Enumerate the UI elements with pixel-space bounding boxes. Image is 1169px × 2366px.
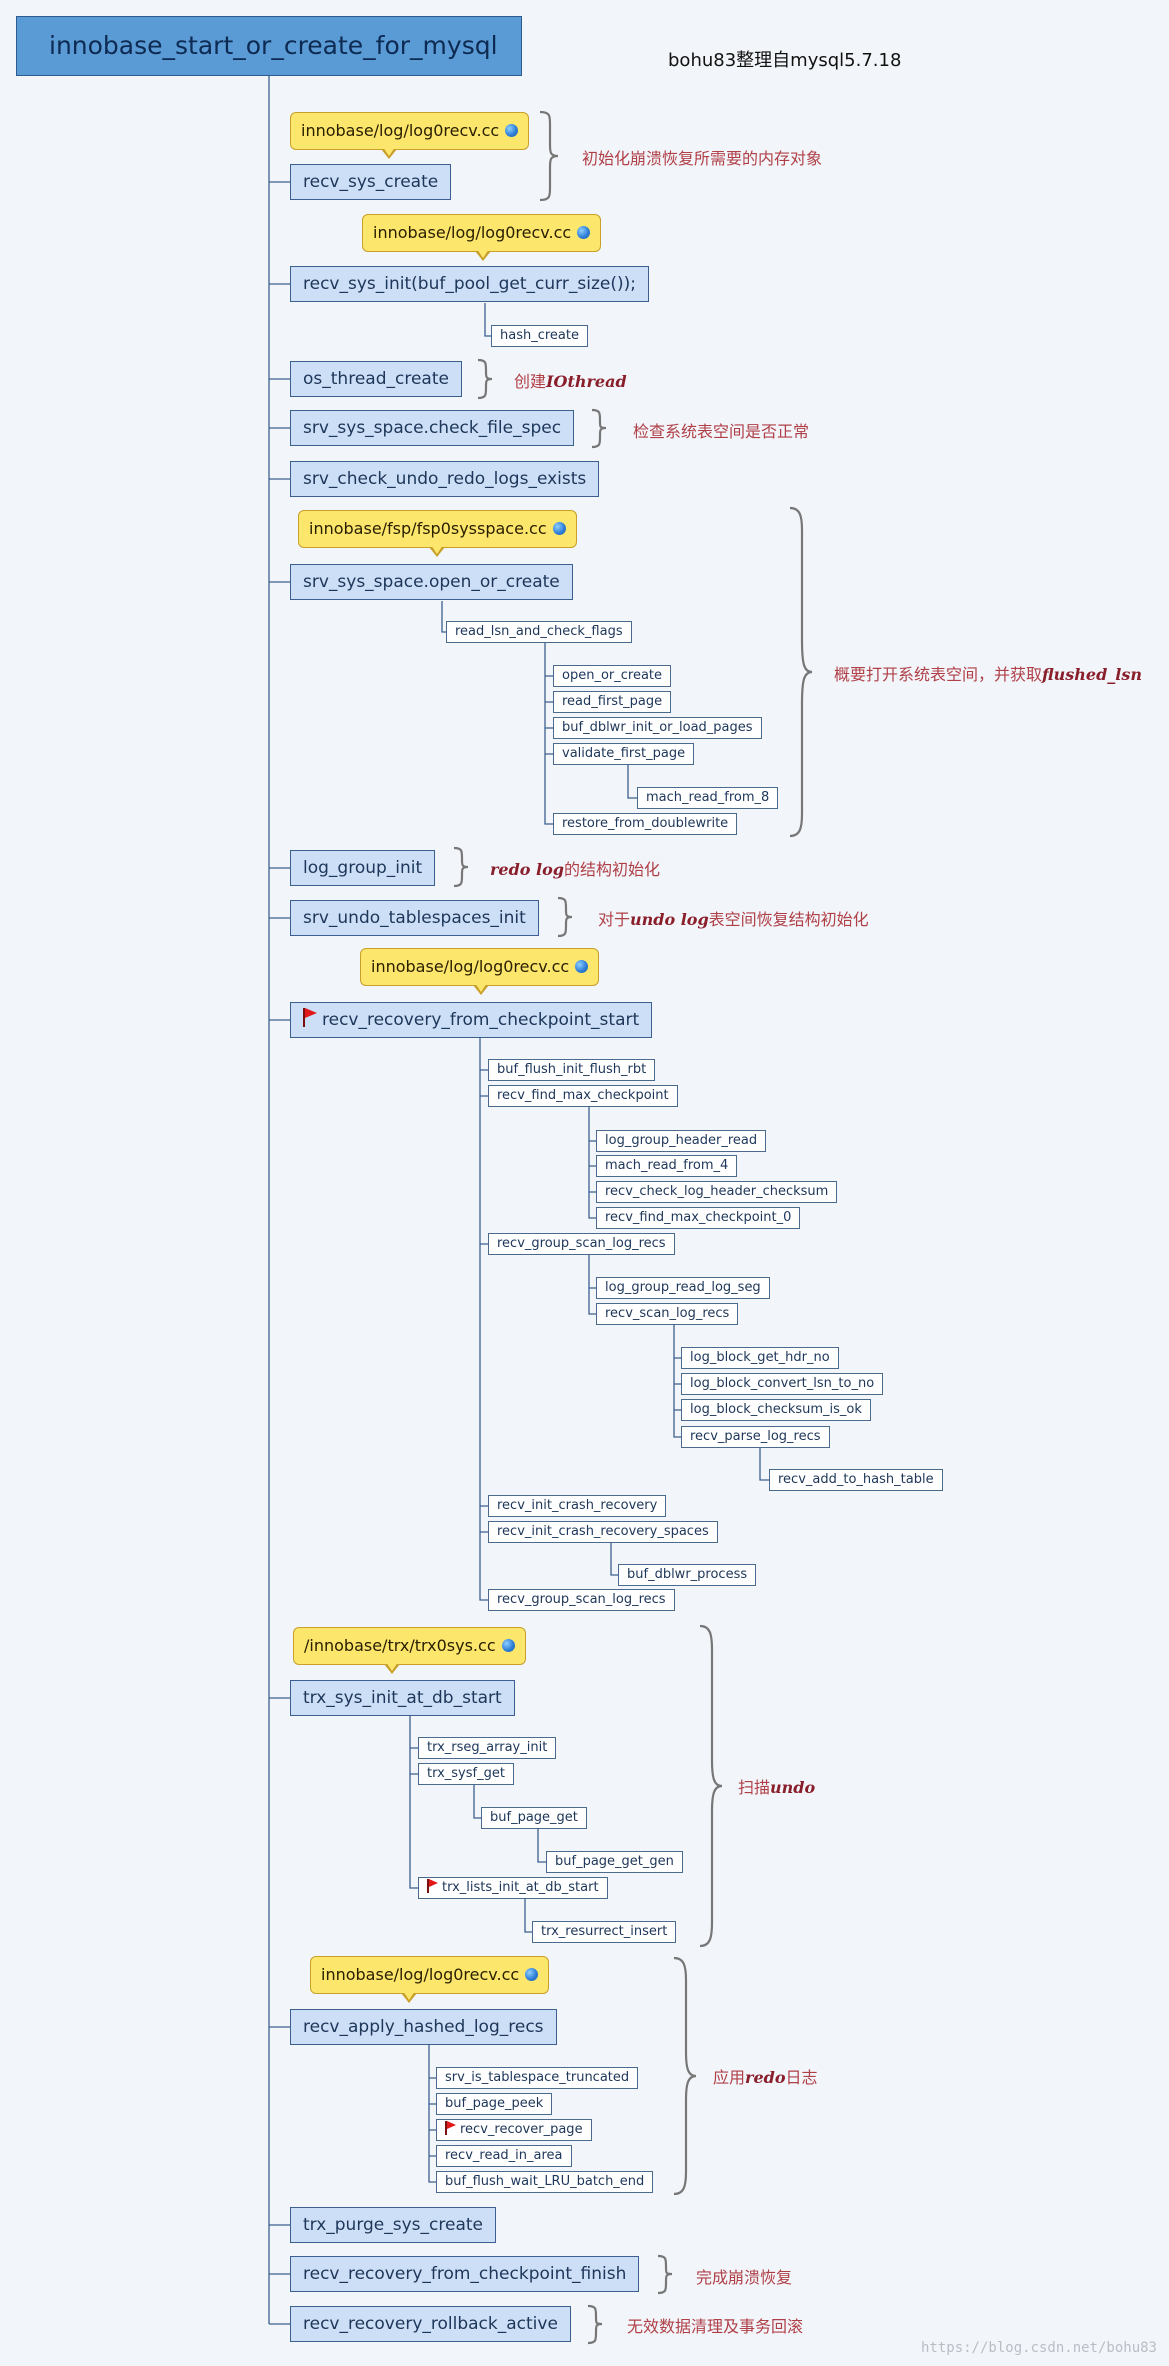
node-open-or-create[interactable]: open_or_create	[553, 665, 672, 687]
node-buf-page-get-gen[interactable]: buf_page_get_gen	[546, 1851, 683, 1873]
node-trx-rseg-array-init[interactable]: trx_rseg_array_init	[418, 1737, 557, 1759]
node-buf-page-peek[interactable]: buf_page_peek	[436, 2093, 553, 2115]
node-read-lsn-and-check-flags[interactable]: read_lsn_and_check_flags	[446, 621, 632, 643]
node-srv-is-tablespace-truncated[interactable]: srv_is_tablespace_truncated	[436, 2067, 639, 2089]
node-buf-dblwr-init-or-load-pages[interactable]: buf_dblwr_init_or_load_pages	[553, 717, 762, 739]
node-buf-flush-wait-lru-batch-end[interactable]: buf_flush_wait_LRU_batch_end	[436, 2171, 654, 2193]
node-hash-create[interactable]: hash_create	[491, 325, 588, 347]
node-recv-read-in-area[interactable]: recv_read_in_area	[436, 2145, 572, 2167]
note-log0recv-b: innobase/log/log0recv.cc	[362, 214, 602, 261]
node-buf-flush-init-flush-rbt[interactable]: buf_flush_init_flush_rbt	[488, 1059, 656, 1081]
node-sys-space-open-or-create[interactable]: srv_sys_space.open_or_create	[290, 564, 573, 600]
node-recv-recover-page[interactable]: recv_recover_page	[436, 2119, 592, 2141]
root-node[interactable]: innobase_start_or_create_for_mysql	[16, 16, 522, 76]
node-recovery-rollback-active[interactable]: recv_recovery_rollback_active	[290, 2306, 571, 2342]
node-trx-sysf-get[interactable]: trx_sysf_get	[418, 1763, 514, 1785]
node-log-group-init[interactable]: log_group_init	[290, 850, 436, 886]
node-validate-first-page[interactable]: validate_first_page	[553, 743, 695, 765]
globe-icon	[577, 226, 591, 239]
watermark: https://blog.csdn.net/bohu83	[920, 2340, 1157, 2356]
node-recv-scan-log-recs[interactable]: recv_scan_log_recs	[596, 1303, 739, 1325]
node-recv-check-log-header-checksum[interactable]: recv_check_log_header_checksum	[596, 1181, 838, 1203]
comment-cleanup-and-rollback: 无效数据清理及事务回滚	[627, 2317, 804, 2336]
node-recv-apply-hashed-log-recs[interactable]: recv_apply_hashed_log_recs	[290, 2009, 557, 2045]
node-log-block-checksum-is-ok[interactable]: log_block_checksum_is_ok	[681, 1399, 871, 1421]
comment-create-io-thread: 创建IOthread	[514, 372, 627, 391]
flag-icon	[303, 1008, 318, 1027]
node-os-thread-create[interactable]: os_thread_create	[290, 361, 462, 397]
node-buf-dblwr-process[interactable]: buf_dblwr_process	[618, 1564, 757, 1586]
comment-redo-log-init: redo log的结构初始化	[490, 860, 660, 879]
comment-finish-crash-recovery: 完成崩溃恢复	[696, 2268, 793, 2287]
node-check-undo-redo-logs-exists[interactable]: srv_check_undo_redo_logs_exists	[290, 461, 600, 497]
node-recv-init-crash-recovery[interactable]: recv_init_crash_recovery	[488, 1495, 667, 1517]
node-mach-read-from-4[interactable]: mach_read_from_4	[596, 1155, 738, 1177]
flag-icon	[445, 2121, 456, 2135]
node-trx-purge-sys-create[interactable]: trx_purge_sys_create	[290, 2207, 497, 2243]
globe-icon	[575, 960, 589, 973]
node-log-block-convert-lsn-to-no[interactable]: log_block_convert_lsn_to_no	[681, 1373, 884, 1395]
node-mach-read-from-8[interactable]: mach_read_from_8	[637, 787, 779, 809]
node-recv-group-scan-log-recs-2[interactable]: recv_group_scan_log_recs	[488, 1589, 675, 1611]
node-recv-parse-log-recs[interactable]: recv_parse_log_recs	[681, 1426, 830, 1448]
note-fsp0sysspace: innobase/fsp/fsp0sysspace.cc	[298, 510, 577, 557]
node-read-first-page[interactable]: read_first_page	[553, 691, 672, 713]
node-log-block-get-hdr-no[interactable]: log_block_get_hdr_no	[681, 1347, 839, 1369]
note-log0recv-c: innobase/log/log0recv.cc	[360, 948, 600, 995]
node-recv-init-crash-recovery-spaces[interactable]: recv_init_crash_recovery_spaces	[488, 1521, 718, 1543]
globe-icon	[505, 124, 519, 137]
node-restore-from-doublewrite[interactable]: restore_from_doublewrite	[553, 813, 738, 835]
comment-apply-redo-log: 应用redo日志	[713, 2068, 818, 2087]
node-recovery-from-checkpoint-finish[interactable]: recv_recovery_from_checkpoint_finish	[290, 2256, 640, 2292]
node-check-file-spec[interactable]: srv_sys_space.check_file_spec	[290, 410, 575, 446]
node-undo-tablespaces-init[interactable]: srv_undo_tablespaces_init	[290, 900, 539, 936]
node-recv-sys-create[interactable]: recv_sys_create	[290, 164, 452, 200]
node-trx-lists-init-at-db-start[interactable]: trx_lists_init_at_db_start	[418, 1877, 608, 1899]
globe-icon	[525, 1968, 539, 1981]
node-trx-resurrect-insert[interactable]: trx_resurrect_insert	[532, 1921, 677, 1943]
comment-open-system-tablespace: 概要打开系统表空间，并获取flushed_lsn	[834, 665, 1143, 684]
node-recv-find-max-checkpoint-0[interactable]: recv_find_max_checkpoint_0	[596, 1207, 801, 1229]
node-recovery-from-checkpoint-start[interactable]: recv_recovery_from_checkpoint_start	[290, 1002, 653, 1038]
flag-icon	[427, 1879, 438, 1893]
comment-scan-undo: 扫描undo	[738, 1778, 816, 1797]
comment-undo-log-init: 对于undo log表空间恢复结构初始化	[598, 910, 869, 929]
node-log-group-header-read[interactable]: log_group_header_read	[596, 1130, 767, 1152]
node-buf-page-get[interactable]: buf_page_get	[481, 1807, 587, 1829]
note-log0recv-a: innobase/log/log0recv.cc	[290, 112, 530, 159]
note-log0recv-d: innobase/log/log0recv.cc	[310, 1956, 550, 2003]
comment-check-system-tablespace: 检查系统表空间是否正常	[633, 422, 810, 441]
node-recv-find-max-checkpoint[interactable]: recv_find_max_checkpoint	[488, 1085, 678, 1107]
node-recv-group-scan-log-recs-1[interactable]: recv_group_scan_log_recs	[488, 1233, 675, 1255]
globe-icon	[552, 522, 566, 535]
node-log-group-read-log-seg[interactable]: log_group_read_log_seg	[596, 1277, 770, 1299]
node-recv-add-to-hash-table[interactable]: recv_add_to_hash_table	[769, 1469, 943, 1491]
note-trx0sys: /innobase/trx/trx0sys.cc	[293, 1627, 526, 1674]
curly-brace-icon	[453, 110, 813, 2345]
globe-icon	[501, 1639, 515, 1652]
comment-init-memory-objects: 初始化崩溃恢复所需要的内存对象	[582, 149, 823, 168]
author-note: bohu83整理自mysql5.7.18	[668, 50, 902, 71]
node-trx-sys-init-at-db-start[interactable]: trx_sys_init_at_db_start	[290, 1680, 515, 1716]
node-recv-sys-init[interactable]: recv_sys_init(buf_pool_get_curr_size());	[290, 266, 649, 302]
